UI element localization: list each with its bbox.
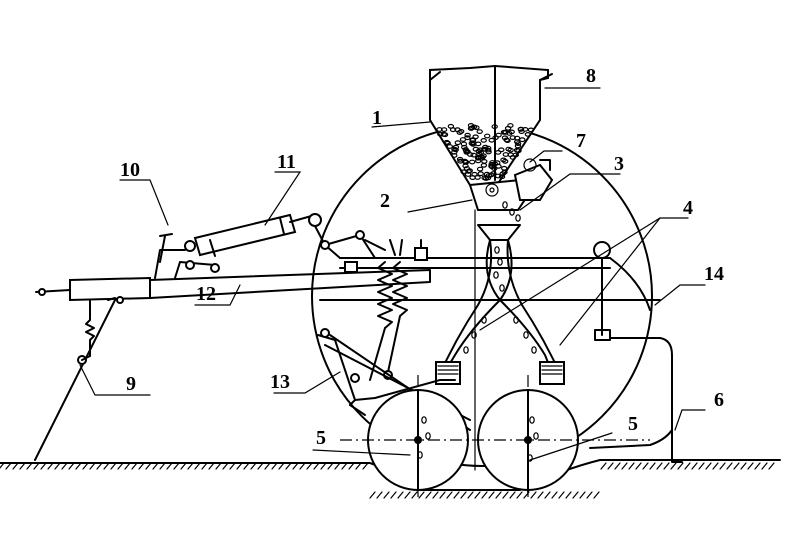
control-lever — [159, 233, 173, 263]
drawbar — [35, 269, 431, 302]
support-leg — [34, 296, 124, 461]
label-14: 14 — [704, 263, 724, 285]
label-2: 2 — [380, 190, 390, 212]
linkage — [314, 225, 403, 259]
hydraulic-cylinder — [154, 213, 322, 279]
label-3: 3 — [614, 153, 624, 175]
frame-bracket — [414, 247, 428, 261]
label-13: 13 — [270, 371, 290, 393]
metering-unit — [468, 158, 554, 211]
label-9: 9 — [126, 373, 136, 395]
label-5-right: 5 — [628, 413, 638, 435]
seed-hopper — [429, 64, 553, 186]
frame — [319, 241, 683, 463]
leader-lines — [79, 87, 706, 461]
label-5-left: 5 — [316, 427, 326, 449]
seed-tubes — [435, 224, 565, 385]
frame-bracket — [344, 261, 358, 273]
label-10: 10 — [120, 159, 140, 181]
label-1: 1 — [372, 107, 382, 129]
label-7: 7 — [576, 130, 586, 152]
label-4: 4 — [683, 197, 693, 219]
label-6: 6 — [714, 389, 724, 411]
pressure-springs — [369, 261, 408, 381]
label-12: 12 — [196, 283, 216, 305]
label-8: 8 — [586, 65, 596, 87]
label-11: 11 — [277, 151, 296, 173]
